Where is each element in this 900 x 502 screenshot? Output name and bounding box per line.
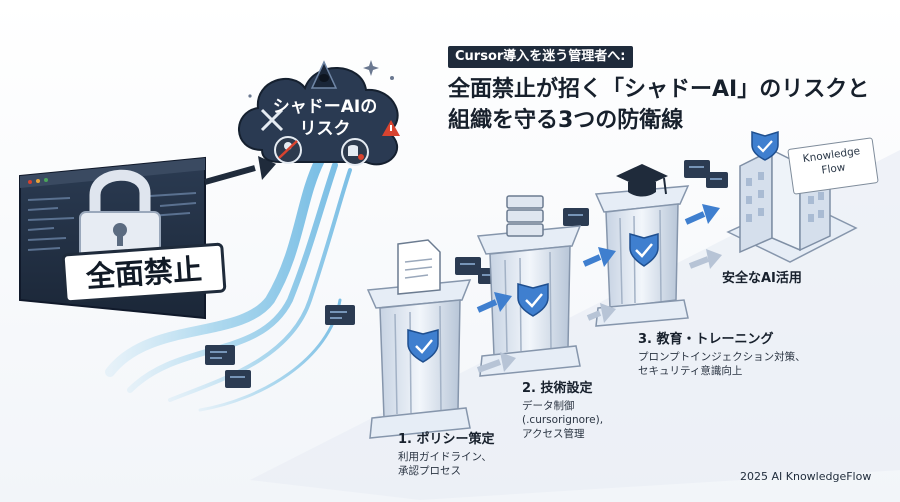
- headline-line-2: 組織を守る3つの防衛線: [448, 108, 684, 133]
- arrow-step-1: [476, 292, 516, 373]
- lock-icon: [79, 169, 161, 259]
- shield-check-icon: [407, 329, 439, 363]
- headline: 全面禁止が招く「シャドーAI」のリスクと 組織を守る3つの防衛線: [448, 74, 869, 136]
- cloud-label: シャドーAIの リスク: [258, 96, 392, 140]
- arrow-to-cloud: [204, 156, 276, 185]
- step-1: 1. ポリシー策定 利用ガイドライン、 承認プロセス: [398, 428, 495, 478]
- document-icon: [397, 239, 441, 295]
- step-3-desc-1: プロンプトインジェクション対策、: [638, 351, 806, 363]
- step-2-title: 2. 技術設定: [522, 381, 593, 396]
- graduation-cap-icon: [616, 164, 668, 197]
- warning-icon: [382, 120, 400, 136]
- step-1-title: 1. ポリシー策定: [398, 432, 495, 447]
- goal-label: 安全なAI活用: [722, 271, 802, 286]
- step-2-desc-1: データ制御: [522, 400, 575, 412]
- sparkle-icon: [248, 60, 394, 98]
- step-2-desc-3: アクセス管理: [522, 428, 585, 440]
- code-bubbles: [205, 160, 728, 388]
- tools-icon: [260, 108, 284, 132]
- kicker-tag: Cursor導入を迷う管理者へ:: [448, 46, 633, 68]
- arrow-step-2: [582, 247, 616, 323]
- step-2: 2. 技術設定 データ制御 (.cursorignore), アクセス管理: [522, 377, 603, 441]
- shield-check-icon: [629, 233, 659, 267]
- step-3-desc-2: セキュリティ意識向上: [638, 365, 743, 377]
- step-1-desc-1: 利用ガイドライン、: [398, 451, 492, 463]
- step-3: 3. 教育・トレーニング プロンプトインジェクション対策、 セキュリティ意識向上: [638, 328, 806, 378]
- shield-check-icon: [751, 130, 779, 161]
- shield-check-icon: [517, 283, 549, 317]
- blocked-user-icon: [274, 136, 302, 164]
- hooded-figure-icon: [310, 60, 338, 89]
- step-1-desc-2: 承認プロセス: [398, 465, 461, 477]
- server-icon: [506, 195, 544, 237]
- step-3-title: 3. 教育・トレーニング: [638, 332, 774, 347]
- footer-credit: 2025 AI KnowledgeFlow: [740, 470, 872, 483]
- cloud-label-line-1: シャドーAIの: [272, 97, 378, 117]
- cloud-label-line-2: リスク: [299, 119, 351, 139]
- database-icon: [341, 138, 369, 166]
- headline-line-1: 全面禁止が招く「シャドーAI」のリスクと: [448, 77, 870, 102]
- arrow-step-3: [684, 204, 722, 269]
- step-2-desc-2: (.cursorignore),: [522, 414, 604, 426]
